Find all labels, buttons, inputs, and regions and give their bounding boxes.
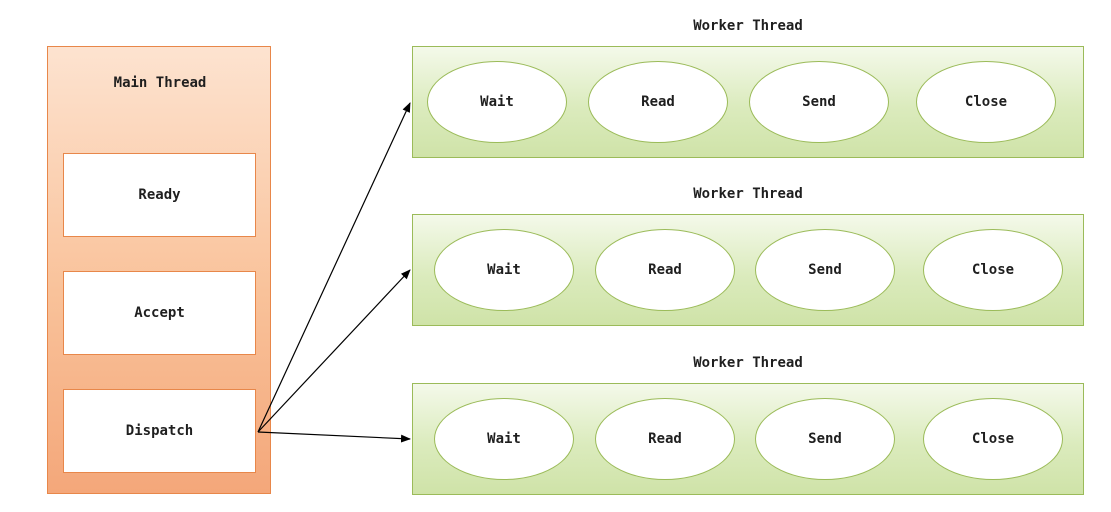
worker-thread-box: Wait Read Send Close <box>412 46 1084 158</box>
worker-thread-box: Wait Read Send Close <box>412 383 1084 495</box>
step-dispatch: Dispatch <box>63 389 256 473</box>
worker-thread-title: Worker Thread <box>693 355 803 371</box>
state-send: Send <box>755 229 895 311</box>
state-wait: Wait <box>434 398 574 480</box>
worker-thread-box: Wait Read Send Close <box>412 214 1084 326</box>
state-read: Read <box>588 61 728 143</box>
arrow-to-worker-3 <box>257 431 411 443</box>
main-thread-title: Main Thread <box>113 75 207 91</box>
state-wait: Wait <box>427 61 567 143</box>
state-close: Close <box>923 398 1063 480</box>
state-send: Send <box>755 398 895 480</box>
step-ready: Ready <box>63 153 256 237</box>
state-close: Close <box>923 229 1063 311</box>
arrow-to-worker-2 <box>257 269 411 433</box>
worker-thread-title: Worker Thread <box>693 186 803 202</box>
state-read: Read <box>595 229 735 311</box>
state-send: Send <box>749 61 889 143</box>
step-accept: Accept <box>63 271 256 355</box>
state-read: Read <box>595 398 735 480</box>
main-thread-box: Main Thread Ready Accept Dispatch <box>47 46 271 494</box>
state-close: Close <box>916 61 1056 143</box>
arrow-to-worker-1 <box>257 102 411 433</box>
state-wait: Wait <box>434 229 574 311</box>
worker-thread-title: Worker Thread <box>693 18 803 34</box>
